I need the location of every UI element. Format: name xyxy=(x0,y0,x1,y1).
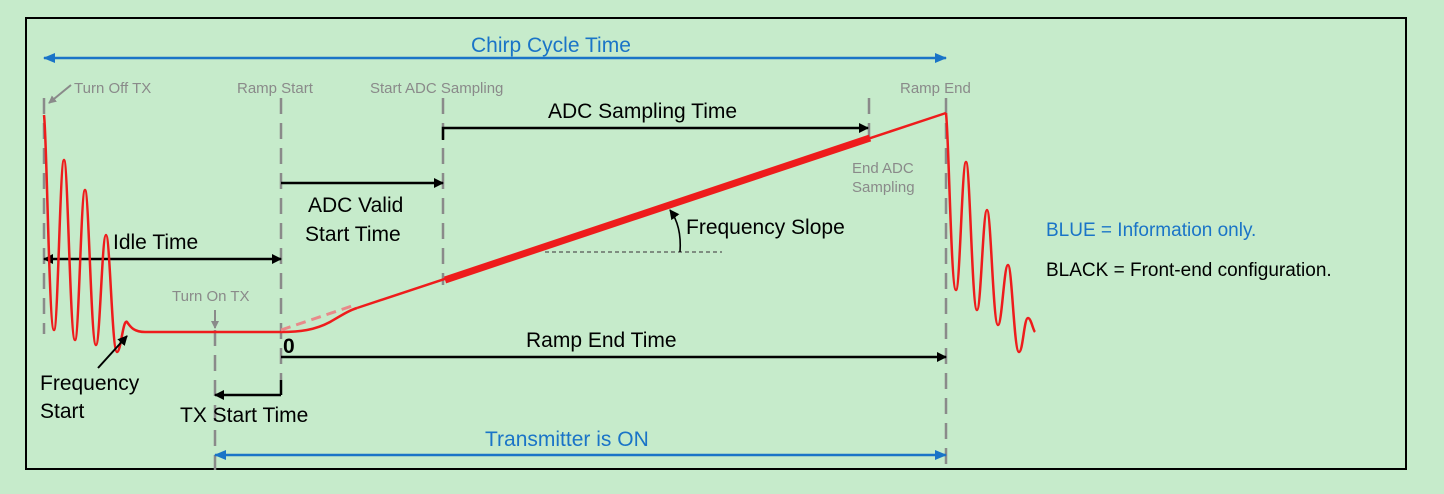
start-adc-sampling-label: Start ADC Sampling xyxy=(370,80,503,97)
ramp-startup-curve xyxy=(280,306,358,334)
ramp-end-time-label: Ramp End Time xyxy=(526,329,677,352)
turn-off-tx-pointer xyxy=(48,84,72,104)
diagram-frame xyxy=(25,17,1407,470)
ramp-end-label: Ramp End xyxy=(900,80,971,97)
end-adc-label-line1: End ADC xyxy=(852,160,914,177)
frequency-start-pointer xyxy=(97,335,128,369)
adc-sampling-segment xyxy=(443,134,872,284)
idle-ringing-waveform xyxy=(42,114,281,354)
tx-start-time-label: TX Start Time xyxy=(180,404,308,427)
turn-off-tx-label: Turn Off TX xyxy=(74,80,151,97)
zero-label: 0 xyxy=(283,335,295,358)
idle-time-label: Idle Time xyxy=(113,231,198,254)
legend-black: BLACK = Front-end configuration. xyxy=(1046,260,1332,281)
frequency-start-label-line2: Start xyxy=(40,400,85,423)
legend-blue: BLUE = Information only. xyxy=(1046,220,1256,241)
post-ramp-ringing xyxy=(944,112,1037,354)
transmitter-on-label: Transmitter is ON xyxy=(485,428,649,451)
ideal-ramp-extension xyxy=(280,304,353,332)
chirp-cycle-time-label: Chirp Cycle Time xyxy=(471,34,631,57)
adc-valid-label-line2: Start Time xyxy=(305,223,401,246)
adc-valid-label-line1: ADC Valid xyxy=(308,194,403,217)
adc-sampling-time-label: ADC Sampling Time xyxy=(548,100,737,123)
frequency-start-label-line1: Frequency xyxy=(40,372,140,395)
ramp-start-label: Ramp Start xyxy=(237,80,314,97)
frequency-slope-label: Frequency Slope xyxy=(686,216,845,239)
adc-sampling-time-arrow xyxy=(441,123,869,140)
turn-on-tx-label: Turn On TX xyxy=(172,288,250,305)
end-adc-label-line2: Sampling xyxy=(852,179,915,196)
slope-angle-arc xyxy=(669,209,682,253)
